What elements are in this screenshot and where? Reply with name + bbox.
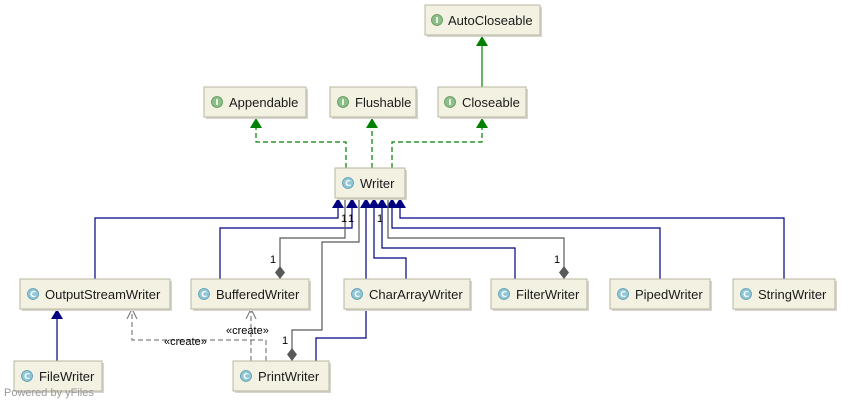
node-label-closeable: Closeable: [462, 95, 520, 110]
node-label-writer: Writer: [360, 176, 395, 191]
interface-icon: [431, 14, 443, 26]
node-appendable[interactable]: I Appendable: [203, 86, 308, 119]
class-badge-letter: C: [30, 290, 36, 299]
multiplicity-filterwriter: 1: [554, 254, 560, 266]
edge-writer-implements-closeable: [391, 118, 488, 168]
stereotype-create-bufferedwriter: «create»: [226, 325, 269, 337]
node-autocloseable[interactable]: I AutoCloseable: [424, 4, 542, 37]
class-badge-letter: C: [354, 290, 360, 299]
node-filterwriter[interactable]: C FilterWriter: [490, 278, 589, 311]
stereotype-labels: «create» «create»: [164, 325, 269, 348]
node-label-stringwriter: StringWriter: [758, 287, 827, 302]
class-icon: [27, 288, 39, 300]
class-badge-letter: C: [345, 179, 351, 188]
interface-badge-letter: I: [216, 98, 219, 107]
multiplicity-bufferedwriter: 1: [270, 254, 276, 266]
node-pipedwriter[interactable]: C PipedWriter: [609, 278, 712, 311]
node-label-filewriter: FileWriter: [39, 369, 95, 384]
class-badge-letter: C: [501, 290, 507, 299]
edge-filterwriter-composes-writer: [387, 198, 569, 279]
class-icon: [351, 288, 363, 300]
node-flushable[interactable]: I Flushable: [329, 86, 418, 119]
node-printwriter[interactable]: C PrintWriter: [232, 360, 331, 393]
multiplicity-writer-c: 1: [377, 213, 383, 225]
stereotype-create-outputstreamwriter: «create»: [164, 336, 207, 348]
multiplicity-writer-a: 1: [341, 213, 347, 225]
node-label-autocloseable: AutoCloseable: [448, 13, 533, 28]
node-stringwriter[interactable]: C StringWriter: [732, 278, 837, 311]
edge-filterwriter-extends-writer: [376, 198, 516, 279]
node-label-outputstreamwriter: OutputStreamWriter: [45, 287, 161, 302]
edges-layer: [51, 36, 785, 361]
node-writer[interactable]: C Writer: [334, 167, 407, 200]
class-badge-letter: C: [243, 372, 249, 381]
edge-pipedwriter-extends-writer: [386, 198, 661, 279]
node-bufferedwriter[interactable]: C BufferedWriter: [190, 278, 311, 311]
class-badge-letter: C: [620, 290, 626, 299]
class-badge-letter: C: [743, 290, 749, 299]
node-label-printwriter: PrintWriter: [258, 369, 320, 384]
class-icon: [240, 370, 252, 382]
multiplicity-labels: 1 1 1 1 1 1: [270, 213, 560, 347]
nodes-layer: I AutoCloseable I Appendable I Flushable…: [13, 4, 837, 393]
node-closeable[interactable]: I Closeable: [437, 86, 528, 119]
edge-printwriter-creates-outputstreamwriter: [132, 309, 267, 361]
class-icon: [21, 370, 33, 382]
class-icon: [740, 288, 752, 300]
interface-icon: [337, 96, 349, 108]
footer-powered-by: Powered by yFiles: [4, 387, 94, 399]
interface-badge-letter: I: [342, 98, 345, 107]
node-label-filterwriter: FilterWriter: [516, 287, 580, 302]
class-icon: [498, 288, 510, 300]
class-icon: [617, 288, 629, 300]
edge-printwriter-composes-writer: [287, 198, 360, 361]
node-label-appendable: Appendable: [229, 95, 298, 110]
edge-writer-implements-appendable: [250, 118, 347, 168]
edge-bufferedwriter-extends-writer: [219, 198, 358, 279]
node-chararraywriter[interactable]: C CharArrayWriter: [343, 278, 472, 311]
node-label-flushable: Flushable: [355, 95, 411, 110]
class-badge-letter: C: [201, 290, 207, 299]
class-badge-letter: C: [24, 372, 30, 381]
edge-outputstreamwriter-extends-writer: [94, 198, 344, 279]
node-label-chararraywriter: CharArrayWriter: [369, 287, 463, 302]
node-label-pipedwriter: PipedWriter: [635, 287, 703, 302]
interface-badge-letter: I: [436, 16, 439, 25]
edge-printwriter-extends-writer: [315, 198, 372, 361]
multiplicity-printwriter: 1: [282, 335, 288, 347]
edge-bufferedwriter-composes-writer: [275, 198, 346, 279]
interface-badge-letter: I: [449, 98, 452, 107]
edge-chararraywriter-extends-writer: [368, 198, 407, 279]
interface-icon: [211, 96, 223, 108]
interface-icon: [444, 96, 456, 108]
node-outputstreamwriter[interactable]: C OutputStreamWriter: [19, 278, 172, 311]
multiplicity-writer-b: 1: [348, 213, 354, 225]
class-icon: [198, 288, 210, 300]
edge-stringwriter-extends-writer: [394, 198, 785, 279]
node-filewriter[interactable]: C FileWriter: [13, 360, 104, 393]
class-icon: [342, 177, 354, 189]
node-label-bufferedwriter: BufferedWriter: [216, 287, 300, 302]
